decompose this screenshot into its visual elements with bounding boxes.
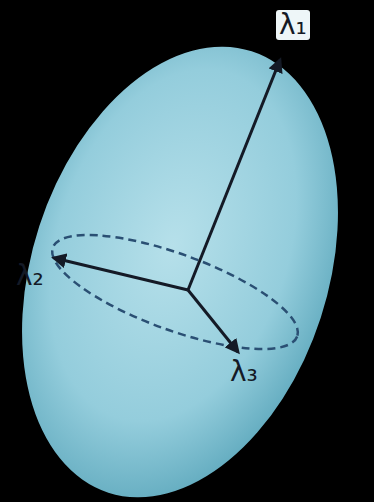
axis-arrow [188, 60, 280, 290]
dashed-cross-section [40, 212, 310, 372]
axis-label: λ₁ [276, 10, 310, 40]
axis-arrow [54, 258, 188, 290]
ellipsoid [0, 6, 374, 502]
axis-label: λ₃ [230, 358, 258, 386]
axis-arrow [188, 290, 238, 352]
axis-label: λ₂ [16, 262, 44, 290]
